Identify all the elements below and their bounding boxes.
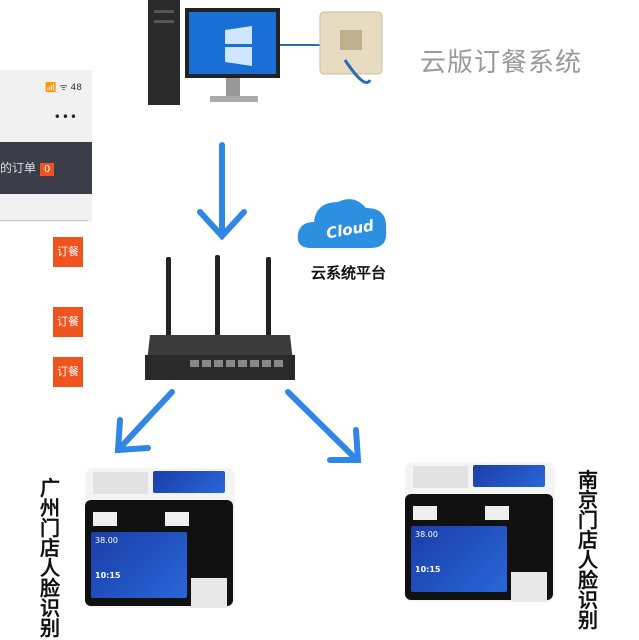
- amount: 38.00: [95, 536, 118, 545]
- status-bar: 📶 ᯤ 48: [45, 83, 82, 93]
- cloud-icon: Cloud: [297, 199, 387, 248]
- time: 10:15: [415, 565, 441, 574]
- top-display: [473, 465, 545, 487]
- orders-count-badge: 0: [40, 163, 55, 176]
- light: [93, 512, 117, 526]
- face-recognition-device: 38.00 10:15: [405, 462, 555, 602]
- order-button[interactable]: 订餐: [53, 357, 83, 387]
- arrow-right-icon: [285, 389, 358, 461]
- device-screen: 38.00 10:15: [91, 532, 187, 598]
- device-label-guangzhou: 广州门店人脸识别: [40, 476, 60, 640]
- order-button[interactable]: 订餐: [53, 237, 83, 267]
- qr-scanner: [191, 578, 227, 608]
- orders-label: 的订单: [0, 161, 37, 175]
- time: 10:15: [95, 571, 121, 580]
- device-label-nanjing: 南京门店人脸识别: [578, 468, 598, 632]
- keypad: [413, 466, 468, 488]
- router-icon: [145, 255, 295, 380]
- face-recognition-device: 38.00 10:15: [85, 468, 235, 608]
- arrow-left-icon: [117, 389, 175, 451]
- light: [165, 512, 189, 526]
- order-button[interactable]: 订餐: [53, 307, 83, 337]
- computer-icon: [148, 0, 383, 105]
- system-title: 云版订餐系统: [420, 48, 583, 78]
- divider: [0, 220, 88, 221]
- light: [413, 506, 437, 520]
- cloud-platform-label: 云系统平台: [311, 264, 387, 282]
- amount: 38.00: [415, 530, 438, 539]
- more-menu-icon[interactable]: •••: [53, 110, 78, 124]
- top-display: [153, 471, 225, 493]
- arrow-head: [197, 209, 247, 241]
- qr-scanner: [511, 572, 547, 602]
- light: [485, 506, 509, 520]
- keypad: [93, 472, 148, 494]
- device-screen: 38.00 10:15: [411, 526, 507, 592]
